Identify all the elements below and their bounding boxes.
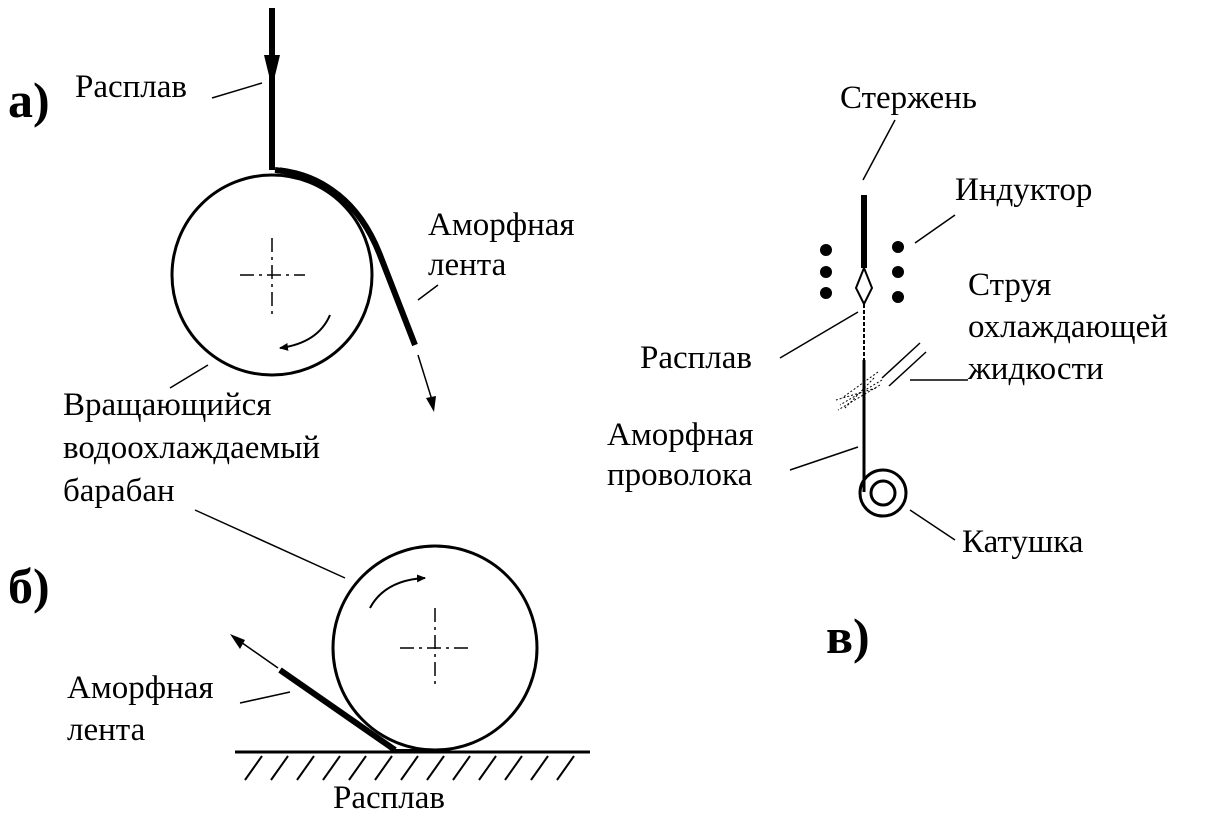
panel-c-melt-label: Расплав xyxy=(640,340,752,376)
panel-a-ribbon-leader xyxy=(417,284,439,301)
panel-a: а) Расплав Аморфная лента xyxy=(8,8,575,412)
panel-c-jet-label-line3: жидкости xyxy=(967,351,1104,387)
panel-b-rotation-arrow xyxy=(369,574,426,609)
panel-a-melt-label: Расплав xyxy=(75,69,187,105)
panel-c: Стержень Индуктор Струя охлаждающей жидк… xyxy=(607,80,1168,664)
panel-a-drum xyxy=(170,173,374,377)
panel-a-ribbon-label-line2: лента xyxy=(428,247,507,283)
drum-label: Вращающийся водоохлаждаемый барабан xyxy=(63,364,346,579)
panel-c-rod-leader xyxy=(862,119,896,181)
panel-a-letter: а) xyxy=(8,72,50,128)
drum-label-line2: водоохлаждаемый xyxy=(63,430,320,466)
panel-b-drum xyxy=(331,544,539,752)
panel-c-inductor-coils xyxy=(820,241,904,303)
panel-c-melt-leader xyxy=(779,311,859,359)
panel-b-ribbon-label-line2: лента xyxy=(67,712,146,748)
panel-c-spool-label: Катушка xyxy=(962,524,1084,560)
drum-label-leader-b xyxy=(194,509,346,579)
panel-c-inductor-leader xyxy=(914,214,956,244)
drum-label-leader-a xyxy=(169,364,209,389)
panel-b-melt-label: Расплав xyxy=(333,780,445,816)
panel-a-melt-leader xyxy=(211,82,263,99)
panel-b: б) Аморфная лента Расплав xyxy=(8,544,590,816)
panel-b-ribbon-label-line1: Аморфная xyxy=(67,670,214,706)
panel-c-wire-label-line1: Аморфная xyxy=(607,417,754,453)
panel-b-ribbon-leader xyxy=(239,691,291,704)
panel-c-wire-leader xyxy=(789,446,859,471)
panel-a-rotation-arrow xyxy=(279,314,331,351)
panel-c-rod-label: Стержень xyxy=(840,80,977,116)
panel-c-letter: в) xyxy=(826,608,870,664)
drum-label-line3: барабан xyxy=(63,473,175,509)
panel-c-spool-leader xyxy=(909,509,956,541)
panel-b-amorphous-ribbon xyxy=(230,634,430,753)
panel-c-inductor-label: Индуктор xyxy=(955,172,1092,208)
panel-c-jet-label-line1: Струя xyxy=(968,267,1051,303)
panel-c-spool xyxy=(858,468,908,518)
panel-a-ribbon-label-line1: Аморфная xyxy=(428,207,575,243)
panel-b-ground xyxy=(235,750,590,781)
panel-c-wire-label-line2: проволока xyxy=(607,457,753,493)
panel-c-molten-drop xyxy=(854,265,874,307)
panel-a-amorphous-ribbon xyxy=(274,167,436,412)
panel-c-coolant-jet xyxy=(835,342,927,411)
panel-a-melt-stream xyxy=(264,8,280,170)
drum-label-line1: Вращающийся xyxy=(63,387,271,423)
panel-b-letter: б) xyxy=(8,558,50,614)
panel-c-jet-label-line2: охлаждающей xyxy=(968,309,1168,345)
